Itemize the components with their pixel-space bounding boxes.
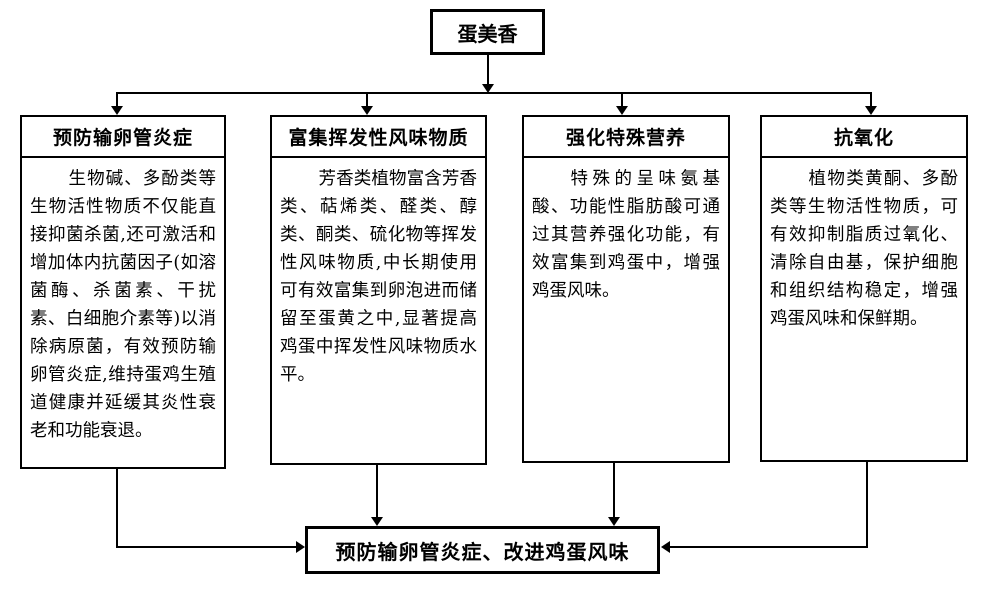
drop-line-branch-2 [366, 93, 368, 107]
outlet-line-branch-1-vertical [116, 469, 118, 548]
drop-arrowhead-branch-4-icon [865, 106, 877, 115]
outlet-line-branch-2 [376, 465, 378, 517]
branch-box-prevent-oviduct-inflammation: 预防输卵管炎症 生物碱、多酚类等生物活性物质不仅能直接抑菌杀菌,还可激活和增加体… [20, 115, 226, 469]
branch-title: 强化特殊营养 [524, 117, 728, 158]
drop-arrowhead-branch-1-icon [111, 106, 123, 115]
outlet-arrowhead-branch-1-icon [296, 541, 305, 553]
distribution-line [116, 92, 872, 94]
outlet-arrowhead-branch-2-icon [371, 517, 383, 526]
drop-arrowhead-branch-3-icon [616, 106, 628, 115]
outlet-arrowhead-branch-3-icon [608, 517, 620, 526]
branch-body-text: 特殊的呈味氨基酸、功能性脂肪酸可通过其营养强化功能，有效富集到鸡蛋中，增强鸡蛋风… [532, 169, 720, 301]
root-node-box: 蛋美香 [430, 9, 545, 55]
branch-box-special-nutrition: 强化特殊营养 特殊的呈味氨基酸、功能性脂肪酸可通过其营养强化功能，有效富集到鸡蛋… [522, 115, 730, 463]
outlet-line-branch-1-horizontal [116, 546, 297, 548]
root-node-label: 蛋美香 [457, 23, 518, 46]
connector-root-arrowhead-icon [482, 84, 494, 93]
drop-line-branch-4 [870, 93, 872, 107]
outlet-line-branch-3 [613, 463, 615, 517]
result-node-box: 预防输卵管炎症、改进鸡蛋风味 [305, 526, 660, 574]
branch-box-antioxidant: 抗氧化 植物类黄酮、多酚类等生物活性物质，可有效抑制脂质过氧化、清除自由基，保护… [760, 115, 968, 462]
branch-box-enrich-volatile-flavor: 富集挥发性风味物质 芳香类植物富含芳香类、萜烯类、醛类、醇类、酮类、硫化物等挥发… [270, 115, 487, 465]
drop-arrowhead-branch-2-icon [361, 106, 373, 115]
branch-title: 富集挥发性风味物质 [272, 117, 485, 158]
drop-line-branch-3 [621, 93, 623, 107]
connector-root-vertical-line [487, 55, 489, 85]
outlet-line-branch-4-vertical [866, 462, 868, 548]
branch-title: 预防输卵管炎症 [22, 117, 224, 158]
branch-body-text: 芳香类植物富含芳香类、萜烯类、醛类、醇类、酮类、硫化物等挥发性风味物质,中长期使… [280, 169, 477, 385]
drop-line-branch-1 [116, 93, 118, 107]
outlet-line-branch-4-horizontal [670, 546, 868, 548]
result-node-label: 预防输卵管炎症、改进鸡蛋风味 [335, 541, 630, 564]
branch-body-text: 植物类黄酮、多酚类等生物活性物质，可有效抑制脂质过氧化、清除自由基，保护细胞和组… [770, 169, 958, 329]
branch-body-text: 生物碱、多酚类等生物活性物质不仅能直接抑菌杀菌,还可激活和增加体内抗菌因子(如溶… [30, 169, 216, 441]
outlet-arrowhead-branch-4-icon [661, 541, 670, 553]
branch-title: 抗氧化 [762, 117, 966, 158]
